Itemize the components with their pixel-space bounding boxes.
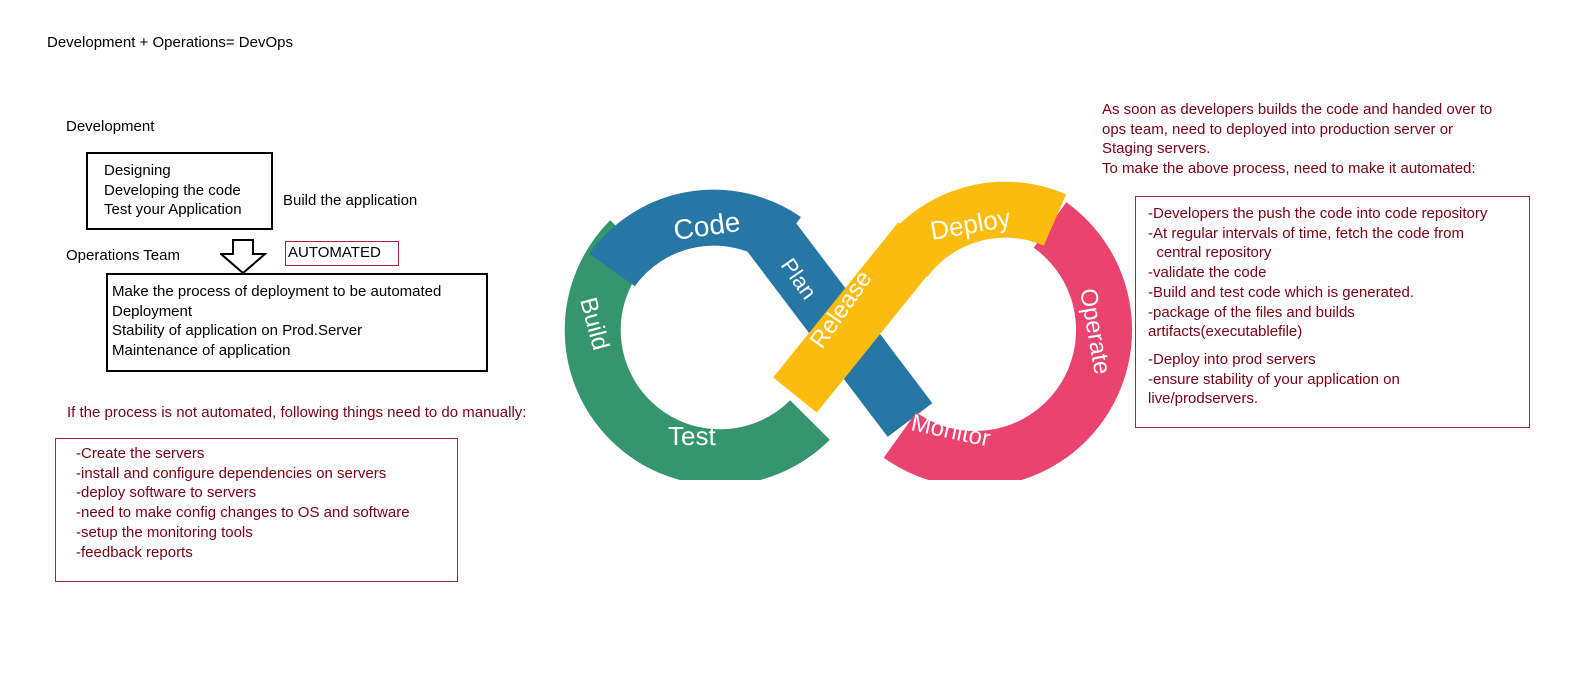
development-item: Developing the code xyxy=(104,181,241,199)
loop-segment-release xyxy=(773,222,942,413)
development-item: Designing xyxy=(104,162,171,179)
step-line: live/prodservers. xyxy=(1148,390,1259,408)
loop-segment-build-test xyxy=(564,220,830,480)
step-line: -Deploy into prod servers xyxy=(1148,351,1316,368)
manual-box: -Create the servers -install and configu… xyxy=(55,438,458,582)
down-arrow-icon xyxy=(220,239,268,275)
automated-badge-label: AUTOMATED xyxy=(288,244,381,261)
stage-label-test: Test xyxy=(668,421,716,451)
operations-item: Deployment xyxy=(112,302,193,320)
page-title: Development + Operations= DevOps xyxy=(47,34,293,51)
steps-box: -Developers the push the code into code … xyxy=(1135,196,1530,428)
automated-badge: AUTOMATED xyxy=(285,241,399,266)
development-item: Test your Application xyxy=(104,201,242,219)
step-line: -validate the code xyxy=(1148,264,1267,282)
loop-segment-operate-monitor xyxy=(883,202,1133,480)
step-line: artifacts(executablefile) xyxy=(1148,323,1303,341)
step-line: -package of the files and builds xyxy=(1148,303,1355,321)
development-heading: Development xyxy=(66,118,155,135)
build-application-label: Build the application xyxy=(283,192,418,209)
devops-infinity-loop: Code Plan Build Test Release Deploy Oper… xyxy=(564,181,1133,480)
intro-line: Staging servers. xyxy=(1102,140,1211,158)
step-line: -At regular intervals of time, fetch the… xyxy=(1148,224,1464,242)
operations-item: Make the process of deployment to be aut… xyxy=(112,283,442,300)
operations-heading: Operations Team xyxy=(66,247,180,264)
operations-item: Maintenance of application xyxy=(112,342,291,360)
step-line: -ensure stability of your application on xyxy=(1148,370,1400,388)
intro-line: ops team, need to deployed into producti… xyxy=(1102,120,1454,138)
manual-item: -feedback reports xyxy=(76,543,193,561)
intro-line: To make the above process, need to make … xyxy=(1102,160,1476,178)
manual-item: -need to make config changes to OS and s… xyxy=(76,504,410,522)
manual-item: -install and configure dependencies on s… xyxy=(76,464,387,482)
right-loop-hole xyxy=(910,265,1050,405)
manual-item: -Create the servers xyxy=(76,445,205,462)
manual-item: -deploy software to servers xyxy=(76,484,257,502)
intro-line: As soon as developers builds the code an… xyxy=(1102,101,1493,118)
manual-item: -setup the monitoring tools xyxy=(76,523,253,541)
operations-box: Make the process of deployment to be aut… xyxy=(106,273,488,372)
development-box: Designing Developing the code Test your … xyxy=(86,152,273,230)
step-line: -Developers the push the code into code … xyxy=(1148,205,1488,222)
manual-heading: If the process is not automated, followi… xyxy=(67,404,527,421)
loop-segment-code xyxy=(589,189,801,287)
right-intro: As soon as developers builds the code an… xyxy=(1102,100,1492,179)
left-loop-hole xyxy=(630,265,770,405)
step-line: -Build and test code which is generated. xyxy=(1148,283,1414,301)
step-line: central repository xyxy=(1148,244,1272,262)
operations-item: Stability of application on Prod.Server xyxy=(112,322,363,340)
